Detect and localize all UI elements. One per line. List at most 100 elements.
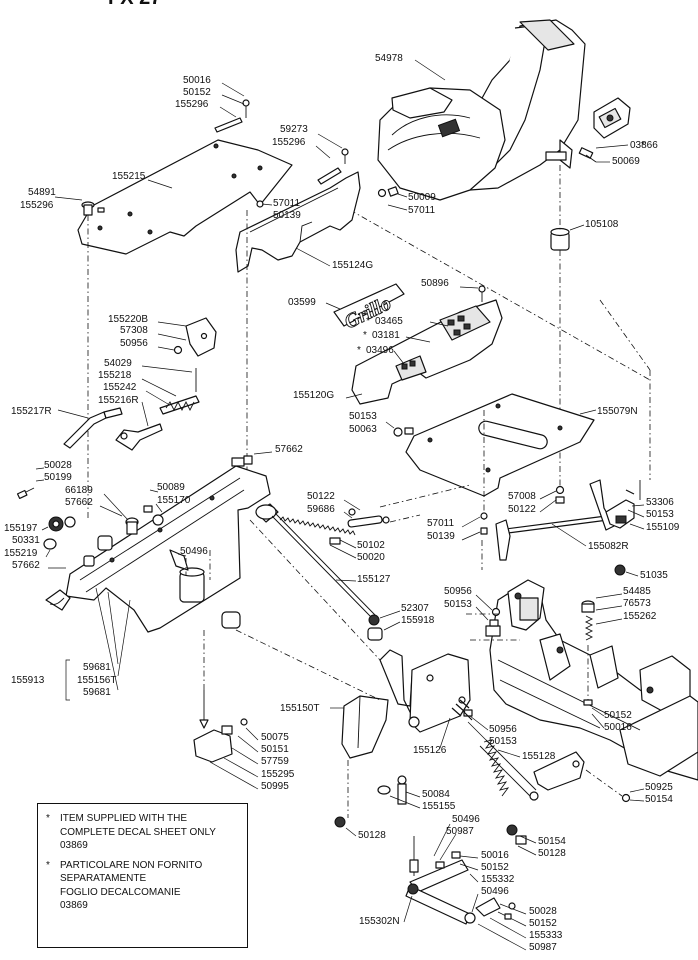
part-label-50987: 50987 xyxy=(529,942,557,953)
part-label-155079n: 155079N xyxy=(597,406,638,417)
part-label-57662: 57662 xyxy=(65,497,93,508)
legend-line: 03869 xyxy=(60,840,88,851)
seat-assembly xyxy=(377,19,586,201)
part-label-50153: 50153 xyxy=(646,509,674,520)
part-label-155918: 155918 xyxy=(401,615,435,626)
lever-155216R xyxy=(115,401,163,451)
legend-line: SEPARATAMENTE xyxy=(60,873,147,884)
part-label-54891: 54891 xyxy=(28,187,56,198)
part-label-57011: 57011 xyxy=(427,518,455,529)
part-label-155120g: 155120G xyxy=(293,390,334,401)
part-label-155128: 155128 xyxy=(522,751,556,762)
spring-155128 xyxy=(479,739,539,801)
decal-star-markers: **** xyxy=(357,140,645,356)
part-label-50496: 50496 xyxy=(180,546,208,557)
part-label-155170: 155170 xyxy=(157,495,191,506)
part-label-54978: 54978 xyxy=(375,53,403,64)
part-label-155126: 155126 xyxy=(413,745,447,756)
page-heading-fragment: FX 27 xyxy=(108,0,161,9)
bolt-50084 xyxy=(377,775,421,809)
part-label-155156t: 155156T xyxy=(77,675,116,686)
bearing-155197 xyxy=(41,516,76,558)
part-label-155215: 155215 xyxy=(112,171,146,182)
seat-plate-155215 xyxy=(77,139,293,255)
legend-line: 03869 xyxy=(60,900,88,911)
part-label-50016: 50016 xyxy=(604,722,632,733)
part-label-54485: 54485 xyxy=(623,586,651,597)
frame-bracket-leaders xyxy=(65,587,131,701)
part-label-50089: 50089 xyxy=(157,482,185,493)
part-label-57662: 57662 xyxy=(12,560,40,571)
part-label-50153: 50153 xyxy=(444,599,472,610)
legend-line: FOGLIO DECALCOMANIE xyxy=(60,886,181,898)
part-label-76573: 76573 xyxy=(623,598,651,609)
bolt-50009 xyxy=(349,186,651,381)
part-label-50020: 50020 xyxy=(357,552,385,563)
part-label-50075: 50075 xyxy=(261,732,289,743)
pin-155296-right xyxy=(315,133,349,185)
part-label-59686: 59686 xyxy=(307,504,335,515)
part-label-155127: 155127 xyxy=(357,574,391,585)
bracket-155220B xyxy=(157,317,217,357)
part-label-50122: 50122 xyxy=(508,504,536,515)
part-label-57011: 57011 xyxy=(408,205,436,216)
part-label-50956: 50956 xyxy=(489,724,517,735)
lever-arm-50925 xyxy=(533,751,645,803)
decal-star: * xyxy=(363,330,367,341)
part-label-155333: 155333 xyxy=(529,930,563,941)
nut-52307 xyxy=(367,610,401,641)
base-plate-155079N xyxy=(405,393,597,520)
spring-155262 xyxy=(581,593,623,706)
part-label-50152: 50152 xyxy=(481,862,509,873)
part-label-50063: 50063 xyxy=(349,424,377,435)
part-label-50016: 50016 xyxy=(481,850,509,861)
part-label-50009: 50009 xyxy=(408,192,436,203)
part-label-50152: 50152 xyxy=(183,87,211,98)
nut-50128-pedal xyxy=(334,816,357,837)
bolt-50152-50016 xyxy=(583,699,605,729)
spring-155126 xyxy=(439,699,473,749)
legend-star: * xyxy=(46,813,50,824)
chassis-frame-right xyxy=(470,579,698,781)
part-label-50152: 50152 xyxy=(529,918,557,929)
part-label-155109: 155109 xyxy=(646,522,680,533)
bushing-57662-mid xyxy=(243,451,273,465)
part-label-50128: 50128 xyxy=(538,848,566,859)
knob-66189 xyxy=(99,505,139,535)
bolt-50956-50153-top xyxy=(475,594,501,627)
decal-star: * xyxy=(357,345,361,356)
decal-star: * xyxy=(641,140,645,151)
part-label-50128: 50128 xyxy=(358,830,386,841)
bracket-155295 xyxy=(193,611,259,790)
part-label-03181: 03181 xyxy=(372,330,400,341)
part-label-57308: 57308 xyxy=(120,325,148,336)
part-label-155296: 155296 xyxy=(272,137,306,148)
part-label-50084: 50084 xyxy=(422,789,450,800)
part-label-105108: 105108 xyxy=(585,219,619,230)
part-label-50028: 50028 xyxy=(529,906,557,917)
fasteners-50956-50153-pedal xyxy=(458,696,489,743)
lever-155109 xyxy=(605,480,645,530)
fasteners-57008-50122 xyxy=(539,485,565,513)
part-label-155219: 155219 xyxy=(4,548,38,559)
part-label-57008: 57008 xyxy=(508,491,536,502)
part-label-155197: 155197 xyxy=(4,523,38,534)
bushing-155170 xyxy=(143,489,164,526)
legend-line: PARTICOLARE NON FORNITO xyxy=(60,859,203,871)
spring-155242 xyxy=(141,365,200,415)
pin-155296-left xyxy=(54,196,95,520)
decal-star: * xyxy=(366,316,370,327)
legend-box: * ITEM SUPPLIED WITH THE COMPLETE DECAL … xyxy=(37,803,248,948)
part-label-155217r: 155217R xyxy=(11,406,52,417)
legend-line: ITEM SUPPLIED WITH THE xyxy=(60,813,188,824)
part-label-155262: 155262 xyxy=(623,611,657,622)
part-label-50925: 50925 xyxy=(645,782,673,793)
part-label-50896: 50896 xyxy=(421,278,449,289)
part-label-155295: 155295 xyxy=(261,769,295,780)
part-label-155216r: 155216R xyxy=(98,395,139,406)
leader-54978 xyxy=(414,59,446,81)
part-label-52307: 52307 xyxy=(401,603,429,614)
legend-line: COMPLETE DECAL SHEET ONLY xyxy=(60,826,216,838)
part-label-50956: 50956 xyxy=(120,338,148,349)
